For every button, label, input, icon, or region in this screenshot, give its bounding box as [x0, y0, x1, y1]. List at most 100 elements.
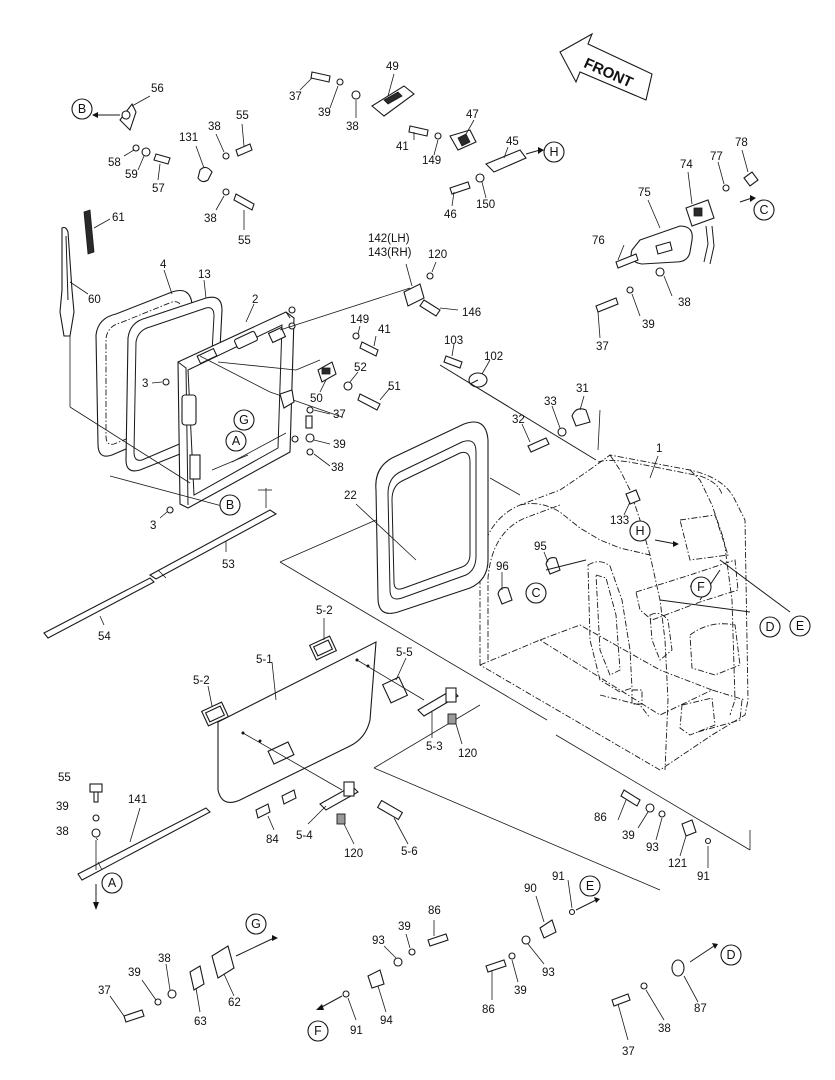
part-label: 87	[694, 1003, 707, 1015]
svg-text:F: F	[314, 1024, 322, 1038]
part-label: 41	[378, 324, 391, 336]
part-label: 120	[344, 848, 363, 860]
part-label: 5-5	[396, 647, 413, 659]
part-label: 38	[346, 121, 359, 133]
part-label: 143(RH)	[368, 247, 412, 259]
side-window	[375, 421, 489, 614]
callout-e: E	[579, 875, 601, 897]
part-label: 38	[658, 1023, 671, 1035]
part-label: 50	[310, 393, 323, 405]
hardware-lower-right	[123, 789, 718, 1023]
part-label: 150	[476, 199, 495, 211]
part-label: 63	[194, 1016, 207, 1028]
callout-b: B	[71, 98, 93, 120]
part-label: 2	[252, 294, 258, 306]
part-label: 74	[680, 159, 693, 171]
rail-141	[77, 783, 211, 910]
part-label: 32	[512, 414, 525, 426]
callout-d: D	[759, 616, 781, 638]
part-label: 49	[386, 61, 399, 73]
part-label: 58	[108, 157, 121, 169]
part-label: 13	[198, 269, 211, 281]
part-label: 5-3	[426, 741, 443, 753]
part-label: 5-2	[316, 605, 333, 617]
part-label: 5-6	[401, 846, 418, 858]
part-label: 39	[642, 319, 655, 331]
part-label: 37	[596, 341, 609, 353]
callout-h: H	[543, 141, 565, 163]
part-label: 59	[125, 169, 138, 181]
svg-text:F: F	[697, 580, 705, 594]
part-label: 38	[208, 121, 221, 133]
part-label: 5-2	[193, 675, 210, 687]
part-label: 33	[544, 396, 557, 408]
svg-text:C: C	[759, 203, 768, 217]
part-label: 94	[380, 1015, 393, 1027]
part-label: 51	[388, 381, 401, 393]
part-label: 39	[318, 107, 331, 119]
part-label: 47	[466, 109, 479, 121]
part-label: 54	[98, 631, 111, 643]
part-label: 41	[396, 141, 409, 153]
callout-b: B	[219, 494, 241, 516]
part-label: 91	[552, 871, 565, 883]
part-label: 37	[333, 409, 346, 421]
part-label: 46	[444, 209, 457, 221]
svg-text:A: A	[232, 434, 241, 448]
part-label: 52	[354, 362, 367, 374]
part-label: 39	[398, 921, 411, 933]
callout-g: G	[245, 913, 267, 935]
cab-body	[479, 454, 749, 771]
part-label: 55	[238, 235, 251, 247]
part-label: 38	[204, 213, 217, 225]
svg-text:G: G	[239, 413, 249, 427]
svg-text:B: B	[78, 102, 86, 116]
part-label: 91	[350, 1025, 363, 1037]
part-label: 149	[350, 314, 369, 326]
part-label: 121	[668, 858, 687, 870]
part-label: 38	[56, 826, 69, 838]
wiper-arm	[59, 209, 95, 337]
part-label: 77	[710, 151, 723, 163]
part-label: 149	[422, 155, 441, 167]
part-label: 141	[128, 794, 147, 806]
part-label: 45	[506, 136, 519, 148]
part-label: 91	[697, 871, 710, 883]
part-label: 38	[678, 297, 691, 309]
svg-text:H: H	[635, 524, 644, 538]
hardware-top-center	[310, 71, 544, 195]
part-label: 146	[462, 307, 481, 319]
part-label: 37	[289, 91, 302, 103]
part-label: 31	[576, 383, 589, 395]
part-label: 62	[228, 997, 241, 1009]
svg-text:E: E	[586, 879, 594, 893]
callout-letters: B H C G A B H C F D E A E G F D	[71, 98, 811, 1042]
lower-door	[200, 635, 459, 825]
callout-f: F	[307, 1020, 329, 1042]
callout-c: C	[753, 199, 775, 221]
part-label: 131	[179, 132, 198, 144]
part-label: 5-4	[296, 830, 313, 842]
part-label: 142(LH)	[368, 233, 410, 245]
part-label: 133	[610, 515, 629, 527]
part-label: 39	[514, 985, 527, 997]
part-label: 93	[542, 967, 555, 979]
part-label: 4	[160, 259, 167, 271]
svg-text:E: E	[796, 619, 804, 633]
part-label: 61	[112, 212, 125, 224]
part-label: 96	[496, 561, 509, 573]
svg-text:A: A	[108, 876, 117, 890]
part-label: 78	[735, 137, 748, 149]
callout-h: H	[629, 520, 651, 542]
svg-text:B: B	[226, 498, 234, 512]
callout-e: E	[789, 615, 811, 637]
door-assembly	[95, 289, 299, 509]
part-label: 55	[236, 110, 249, 122]
part-label: 60	[88, 294, 101, 306]
part-label: 75	[638, 187, 651, 199]
part-label: 120	[458, 748, 477, 760]
part-label: 39	[622, 830, 635, 842]
part-label: 102	[484, 351, 503, 363]
